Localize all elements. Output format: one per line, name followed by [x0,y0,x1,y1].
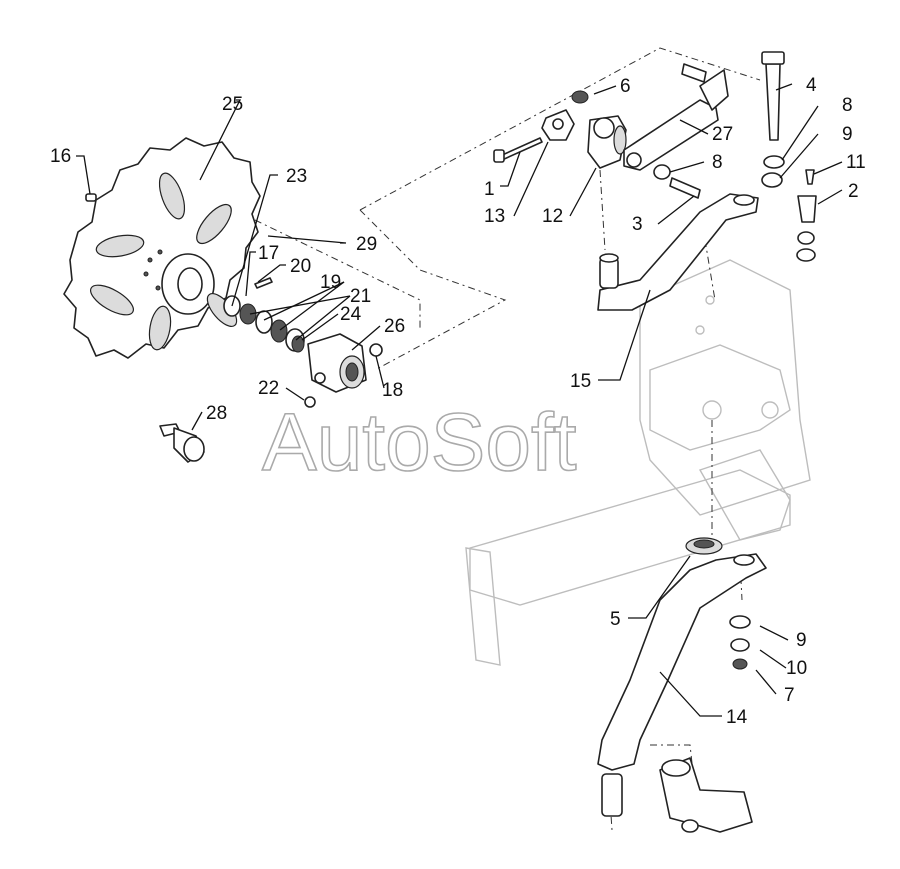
callout-8-right: 8 [842,95,853,116]
callout-25: 25 [222,94,243,115]
callout-7: 7 [784,685,795,706]
callout-9-lower: 9 [796,630,807,651]
callout-11: 11 [846,152,866,173]
callout-24: 24 [340,304,362,325]
callout-26: 26 [384,316,405,337]
callout-12: 12 [542,206,563,227]
callout-27: 27 [712,124,733,145]
callout-16: 16 [50,146,71,167]
upper-steering-parts [493,51,817,311]
callout-28: 28 [206,403,227,424]
callout-6: 6 [620,76,631,97]
callout-29: 29 [356,234,377,255]
callout-2: 2 [848,181,859,202]
callout-1: 1 [484,179,495,200]
watermark-text: AutoSoft [262,397,577,488]
callout-18: 18 [382,380,403,401]
bolt-16 [85,193,97,202]
callout-15: 15 [570,371,591,392]
callout-23: 23 [286,166,307,187]
callout-21: 21 [350,286,371,307]
lower-steering-parts [597,537,767,833]
callout-13: 13 [484,206,505,227]
sprocket-wheel [63,137,261,359]
callout-9-upper: 9 [842,124,853,145]
callout-19: 19 [320,272,341,293]
tractor-frame [465,259,811,666]
callout-5: 5 [610,609,621,630]
leader-lines [76,83,843,717]
callout-10: 10 [786,658,807,679]
callout-17: 17 [258,243,279,264]
callout-4: 4 [806,75,817,96]
hub-assembly [223,277,383,408]
callout-20: 20 [290,256,311,277]
callout-labels: 25 16 23 29 17 20 19 21 24 26 22 18 28 1… [50,75,866,728]
callout-8-upper: 8 [712,152,723,173]
callout-14: 14 [726,707,748,728]
callout-22: 22 [258,378,279,399]
callout-3: 3 [632,214,643,235]
stub-axle-28 [159,423,205,463]
